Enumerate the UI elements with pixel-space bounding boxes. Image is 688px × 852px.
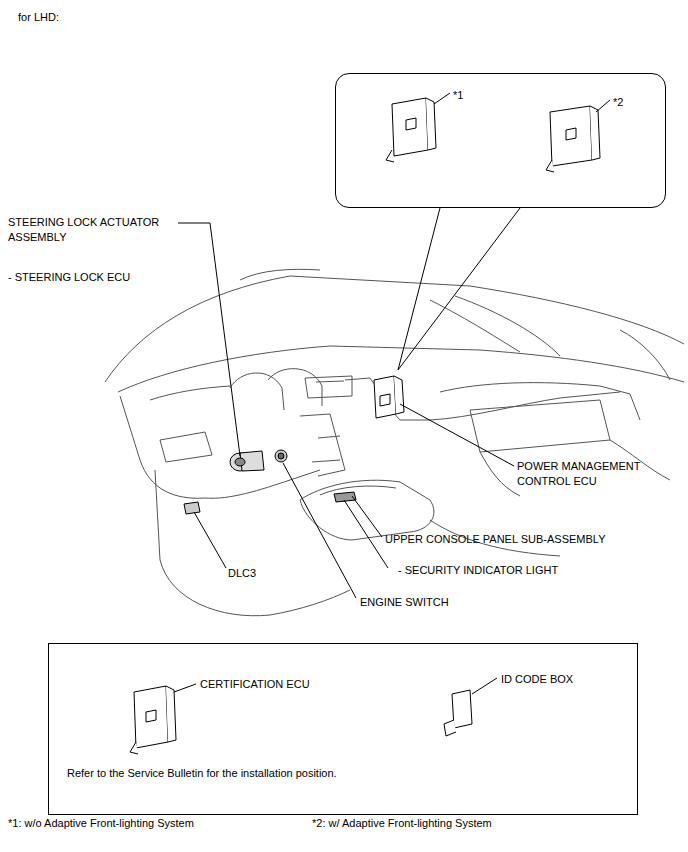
- engine-switch-part: [278, 453, 284, 459]
- dashboard-drawing-part: [205, 470, 320, 498]
- steering-lock-actuator: [230, 451, 264, 471]
- note-panel: CERTIFICATION ECU ID CODE BOX Refer to the…: [48, 643, 638, 815]
- dashboard-drawing-part: [270, 590, 350, 615]
- dlc3-connector: [184, 502, 200, 514]
- engine-switch: [275, 450, 287, 462]
- dashboard-drawing-part: [105, 276, 684, 382]
- leader-lines-part: [400, 404, 514, 466]
- ecu-icon-part: [590, 106, 600, 160]
- footnote: *2: w/ Adaptive Front-lighting System: [312, 816, 492, 831]
- leader-lines-part: [352, 496, 382, 537]
- leader-lines-part: [344, 500, 388, 568]
- leader-lines-part: [472, 678, 497, 694]
- dashboard-drawing-part: [300, 414, 345, 476]
- dashboard-drawing-part: [155, 470, 270, 616]
- dashboard-drawing-part: [230, 373, 284, 410]
- power-management-ecu: [374, 376, 404, 418]
- id-code-box-icon-part: [444, 720, 456, 736]
- part-name: ENGINE SWITCH: [360, 595, 449, 610]
- part-name: CERTIFICATION ECU: [200, 677, 310, 692]
- leader-lines-part: [178, 223, 240, 456]
- sub-part-name: - STEERING LOCK ECU: [8, 270, 130, 285]
- dashboard-drawing-part: [316, 381, 344, 382]
- dashboard-drawing-part: [470, 400, 610, 452]
- leader-lines-part: [596, 100, 610, 112]
- part-name: UPPER CONSOLE PANEL SUB-ASSEMBLY: [385, 532, 605, 547]
- power-management-ecu-part: [394, 376, 404, 414]
- dashboard-drawing-part: [150, 386, 230, 400]
- ecu-icon-part: [166, 686, 176, 742]
- id-code-box-icon-part: [452, 690, 472, 728]
- dashboard-drawing-part: [320, 486, 396, 495]
- footnote: *1: w/o Adaptive Front-lighting System: [8, 816, 194, 831]
- part-name: POWER MANAGEMENT CONTROL ECU: [517, 459, 657, 489]
- part-name: ID CODE BOX: [501, 672, 573, 687]
- leader-lines-part: [194, 512, 226, 568]
- dashboard-drawing-part: [240, 269, 320, 280]
- engine-switch-part: [275, 450, 287, 462]
- dashboard-drawing-part: [120, 396, 205, 498]
- note-text: Refer to the Service Bulletin for the in…: [67, 766, 337, 781]
- leader-lines-part: [398, 208, 440, 370]
- leader-lines-part: [283, 463, 356, 598]
- dashboard-drawing-part: [620, 330, 670, 380]
- leader-lines-part: [174, 684, 196, 692]
- ecu-icon-part: [426, 98, 436, 150]
- dashboard-drawing-part: [440, 383, 640, 420]
- dlc3-connector-part: [184, 502, 200, 514]
- ecu-icon-part: [134, 686, 168, 748]
- inset-panel: *1 *2: [335, 73, 666, 208]
- dashboard-drawing-part: [430, 300, 520, 352]
- part-name: STEERING LOCK ACTUATOR ASSEMBLY: [8, 215, 184, 245]
- sub-part-name: - SECURITY INDICATOR LIGHT: [398, 563, 558, 578]
- dashboard-drawing-part: [268, 369, 322, 406]
- dashboard-drawing: [105, 269, 684, 615]
- ecu-icon-part: [130, 742, 138, 754]
- part-name: DLC3: [228, 566, 256, 581]
- leader-lines-part: [434, 93, 450, 104]
- ecu-icon-part: [546, 160, 554, 172]
- ecu-icon-part: [386, 150, 394, 162]
- callout-number: *2: [613, 95, 623, 110]
- ecu-icon-part: [146, 710, 156, 722]
- ecu-icon-part: [550, 106, 592, 166]
- callout-number: *1: [453, 88, 463, 103]
- dashboard-drawing-part: [455, 296, 560, 356]
- dashboard-drawing-part: [318, 436, 340, 438]
- ecu-icon-part: [406, 118, 416, 130]
- page-heading: for LHD:: [18, 10, 59, 25]
- leader-lines: [174, 93, 610, 694]
- dashboard-drawing-part: [160, 432, 212, 462]
- ecu-icon-part: [566, 128, 576, 140]
- ecu-icon-part: [392, 98, 428, 156]
- id-code-box-icon: [444, 690, 472, 736]
- leader-lines-part: [398, 208, 520, 370]
- dashboard-drawing-part: [312, 460, 340, 462]
- ecu-icon: [130, 98, 600, 754]
- power-management-ecu-part: [380, 394, 390, 406]
- dashboard-drawing-part: [305, 376, 352, 398]
- power-management-ecu-part: [374, 376, 396, 418]
- steering-lock-actuator-part: [235, 458, 245, 466]
